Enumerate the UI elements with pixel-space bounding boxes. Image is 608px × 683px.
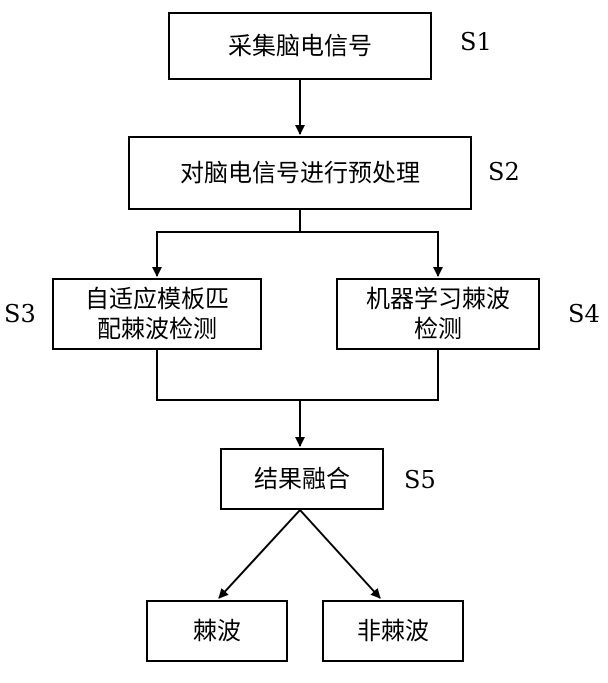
node-output-spike-text: 棘波 — [193, 616, 241, 646]
node-s2-text: 对脑电信号进行预处理 — [180, 158, 420, 188]
step-label-s2: S2 — [488, 158, 520, 186]
node-s4-text-line2: 检测 — [414, 314, 462, 344]
node-output-nonspike: 非棘波 — [322, 600, 464, 662]
step-label-s4: S4 — [568, 300, 600, 328]
connector-s2-s4 — [300, 232, 438, 276]
connector-s2-s3 — [157, 210, 300, 276]
step-label-s5: S5 — [404, 466, 436, 494]
node-s4-ml-detect: 机器学习棘波 检测 — [336, 278, 540, 350]
node-output-nonspike-text: 非棘波 — [357, 616, 429, 646]
connector-s3-merge — [157, 350, 438, 400]
step-label-s3: S3 — [4, 300, 36, 328]
node-output-spike: 棘波 — [146, 600, 288, 662]
node-s1-text: 采集脑电信号 — [228, 31, 372, 61]
node-s4-text-line1: 机器学习棘波 — [366, 284, 510, 314]
connector-s5-nonspike — [300, 510, 380, 598]
node-s2-preprocess: 对脑电信号进行预处理 — [128, 136, 472, 210]
step-label-s1: S1 — [460, 28, 492, 56]
node-s3-text-line1: 自适应模板匹 — [85, 284, 229, 314]
node-s5-text: 结果融合 — [254, 464, 350, 494]
node-s5-fusion: 结果融合 — [220, 448, 384, 510]
node-s1-acquire-eeg: 采集脑电信号 — [168, 12, 432, 80]
connector-s5-spike — [219, 510, 300, 598]
node-s3-template-match: 自适应模板匹 配棘波检测 — [52, 278, 262, 350]
node-s3-text-line2: 配棘波检测 — [97, 314, 217, 344]
